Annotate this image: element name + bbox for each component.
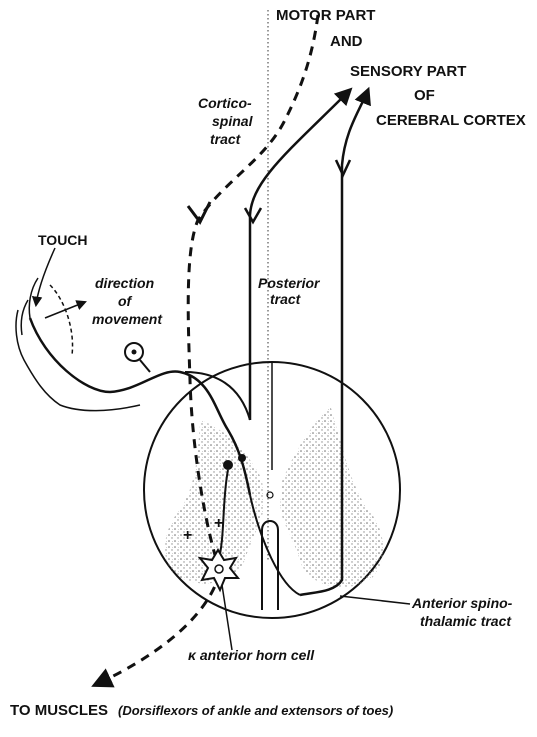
label-movement: movement	[92, 311, 163, 327]
interneuron-2	[238, 454, 246, 462]
label-posterior-tract: tract	[270, 291, 302, 307]
interneuron-1	[223, 460, 233, 470]
label-touch: TOUCH	[38, 232, 88, 248]
label-anterior-horn-cell: κ anterior horn cell	[188, 647, 315, 663]
label-muscles-detail: (Dorsiflexors of ankle and extensors of …	[118, 703, 393, 718]
label-cortico: Cortico-	[198, 95, 252, 111]
label-thalamic-tract: thalamic tract	[420, 613, 512, 629]
posterior-tract	[250, 90, 350, 420]
touch-arrow	[36, 248, 55, 305]
label-plus-right: +	[214, 515, 223, 532]
toe-dashed	[50, 285, 73, 355]
posterior-tract-arrowhead	[245, 208, 261, 222]
label-of-lower: of	[118, 293, 133, 309]
grey-matter	[165, 405, 383, 587]
ganglion-stalk	[140, 360, 150, 372]
label-to-muscles: TO MUSCLES	[10, 702, 108, 719]
toe-sketch	[21, 278, 38, 335]
horn-cell-pointer	[222, 585, 232, 650]
motor-efferent	[95, 572, 220, 685]
label-plus-left: +	[183, 527, 192, 544]
label-posterior: Posterior	[258, 275, 321, 291]
label-spinal: spinal	[212, 113, 254, 129]
label-direction: direction	[95, 275, 154, 291]
spinothalamic-pointer	[340, 596, 410, 604]
label-anterior-spino: Anterior spino-	[411, 595, 513, 611]
movement-arrow	[45, 302, 85, 318]
corticospinal-arrow	[188, 202, 210, 222]
ganglion-nucleus	[132, 350, 137, 355]
label-cerebral-cortex: CEREBRAL CORTEX	[376, 112, 526, 129]
label-tract: tract	[210, 131, 242, 147]
label-sensory-part: SENSORY PART	[350, 63, 466, 80]
label-motor-part: MOTOR PART	[276, 7, 375, 24]
label-of: OF	[414, 87, 435, 104]
label-and: AND	[330, 33, 363, 50]
